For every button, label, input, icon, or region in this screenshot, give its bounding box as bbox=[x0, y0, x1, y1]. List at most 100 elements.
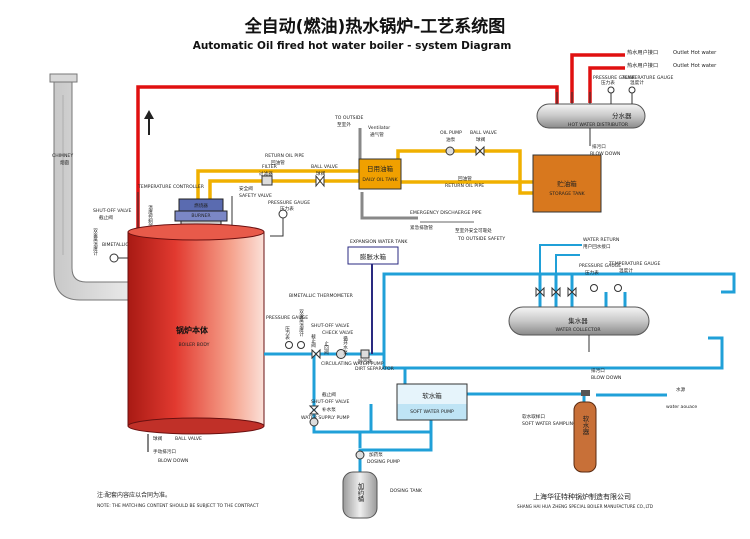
burner-en: BURNER bbox=[191, 213, 211, 219]
ball-valve-mid-cn: 球阀 bbox=[316, 170, 326, 177]
water-source-cn: 水源 bbox=[676, 386, 686, 393]
soft-tank-en: SOFT WATER PUMP bbox=[410, 409, 454, 415]
collector-cn: 集水器 bbox=[568, 316, 588, 325]
filter-icon bbox=[261, 175, 273, 186]
water-collector: 集水器 WATER COLLECTOR 排污口 BLOW DOWN bbox=[508, 306, 650, 381]
collector-valve-1-icon bbox=[535, 286, 545, 298]
filter-cn: 过滤器 bbox=[259, 170, 273, 177]
title-cn: 全自动(燃油)热水锅炉-工艺系统图 bbox=[244, 16, 506, 37]
ball-valve-low-cn: 球阀 bbox=[153, 435, 163, 442]
circ-pump-en: CIRCULATING WATER PUMP bbox=[321, 361, 384, 367]
chimney: CHIMNEY 烟囱 bbox=[49, 73, 154, 301]
pressure-gauge-mid-en: PRESSURE GAUGE bbox=[266, 315, 308, 321]
water-pipes bbox=[264, 272, 736, 473]
thermometer-mid-icon bbox=[297, 341, 305, 349]
expansion-en: EXPANSION WATER TANK bbox=[350, 239, 408, 245]
sampling-cn: 软水取样口 bbox=[522, 413, 545, 420]
maker-en: SHANG HAI HUA ZHENG SPECIAL BOILER MANUF… bbox=[517, 504, 653, 509]
storage-tank-en: STORAGE TANK bbox=[549, 191, 585, 197]
soft-water-tank: 软水箱 SOFT WATER PUMP bbox=[396, 383, 468, 421]
title-en: Automatic Oil fired hot water boiler - s… bbox=[193, 40, 512, 52]
outside-en: TO OUTSIDE bbox=[334, 115, 363, 121]
collector-blow-cn: 排污口 bbox=[591, 367, 605, 374]
shutoff-mid-cn: 截止阀 bbox=[311, 333, 316, 349]
oil-pump-en: OIL PUMP bbox=[440, 130, 462, 136]
filter-en: FILTER bbox=[262, 164, 278, 170]
distributor-cn: 分水器 bbox=[612, 111, 632, 120]
check-valve-en: CHECK VALVE bbox=[322, 330, 353, 336]
daily-oil-tank: 日用油箱 DAILY OIL TANK bbox=[358, 158, 402, 190]
distributor-en: HOT WATER DISTRIBUTOR bbox=[568, 122, 629, 128]
water-return-en: WATER RETURN bbox=[583, 237, 619, 243]
burner-cn: 燃烧器 bbox=[194, 202, 208, 209]
pressure-gauge-mid-cn: 压力表 bbox=[285, 326, 290, 341]
chimney-label-cn: 烟囱 bbox=[60, 159, 70, 166]
chimney-label-en: CHIMNEY bbox=[52, 153, 73, 159]
dosing-tank-en: DOSING TANK bbox=[390, 488, 423, 494]
outlet-2-cn: 热水用户接口 bbox=[627, 61, 658, 69]
supply-pump-cn: 补水泵 bbox=[322, 406, 336, 413]
dosing-pump-icon bbox=[355, 450, 365, 460]
return-oil-right-en: RETURN OIL PIPE bbox=[445, 183, 484, 189]
emergency-en: EMERGENCY DISCHAERGE PIPE bbox=[410, 210, 482, 216]
shutoff-left-cn: 截止阀 bbox=[99, 214, 113, 221]
softener-cn: 软水器 bbox=[581, 414, 589, 436]
hot-water-distributor: 分水器 HOT WATER DISTRIBUTOR PRESSURE GAUGE… bbox=[536, 75, 673, 157]
daily-tank-en: DAILY OIL TANK bbox=[362, 177, 398, 183]
collector-pg-en: PRESSURE GAUGE bbox=[579, 263, 621, 269]
outlet-1-cn: 热水用户接口 bbox=[627, 48, 658, 56]
bimetallic-mid-en: BIMETALLIC THERMOMETER bbox=[289, 293, 354, 299]
soft-tank-cn: 软水箱 bbox=[422, 391, 442, 400]
collector-pg-cn: 压力表 bbox=[585, 269, 599, 276]
shutoff-left-en: SHUT-OFF VALVE bbox=[93, 208, 131, 214]
water-return-cn: 用户回水接口 bbox=[583, 243, 611, 250]
collector-blow-en: BLOW DOWN bbox=[591, 375, 621, 381]
collector-pg-icon bbox=[590, 284, 598, 292]
ball-valve-mid-icon bbox=[315, 174, 325, 188]
collector-valve-3-icon bbox=[567, 286, 577, 298]
dirt-sep-en: DIRT SEPARATOR bbox=[355, 366, 395, 372]
supply-pump-en: WATER SUPPLY PUMP bbox=[301, 415, 350, 421]
oil-pipes bbox=[196, 149, 534, 200]
ball-valve-low-en: BALL VALVE bbox=[175, 436, 202, 442]
oil-pump-icon bbox=[445, 146, 455, 156]
shutoff-low-cn: 截止阀 bbox=[322, 391, 336, 398]
distributor-pg-en: PRESSURE GAUGE bbox=[593, 75, 635, 81]
circ-pump-icon bbox=[336, 349, 346, 359]
emergency-cn: 紧急排放管 bbox=[410, 224, 433, 231]
ventilator-cn: 通气管 bbox=[370, 131, 384, 138]
outside-cn: 至室外 bbox=[337, 121, 351, 128]
outlet-1-en: Outlet Hot water bbox=[673, 50, 717, 56]
return-oil-top-en: RETURN OIL PIPE bbox=[265, 153, 304, 159]
oil-pump-cn: 油泵 bbox=[446, 136, 456, 143]
temp-controller-cn: 温度控制器 bbox=[148, 204, 153, 229]
shutoff-low-icon bbox=[308, 405, 320, 415]
ball-valve-top-en: BALL VALVE bbox=[470, 130, 497, 136]
distributor-blow-cn: 排污口 bbox=[592, 143, 606, 150]
sampling-en: SOFT WATER SAMPLING PORT bbox=[522, 421, 590, 427]
safety-outside-cn: 至室外安全可靠处 bbox=[455, 227, 492, 234]
shutoff-mid-icon bbox=[311, 348, 321, 360]
distributor-blow-en: BLOW DOWN bbox=[590, 151, 620, 157]
boiler-cn: 锅炉本体 bbox=[175, 325, 209, 335]
safety-valve-cn: 安全阀 bbox=[239, 185, 253, 192]
circ-pump-cn: 循环水泵 bbox=[343, 335, 348, 355]
vent-pipe bbox=[358, 128, 418, 220]
dosing-pump-cn: 加药泵 bbox=[369, 451, 383, 458]
outlet-2-en: Outlet Hot water bbox=[673, 63, 717, 69]
safety-valve-en: SAFETY VALVE bbox=[239, 193, 272, 199]
pressure-gauge-mid-icon bbox=[285, 341, 293, 349]
collector-valve-2-icon bbox=[551, 286, 561, 298]
water-source-en: water aouace bbox=[666, 404, 697, 410]
expansion-cn: 膨胀水箱 bbox=[360, 252, 387, 261]
hand-blow-cn: 手动排污口 bbox=[153, 448, 176, 455]
ball-valve-top-cn: 球阀 bbox=[476, 136, 486, 143]
thermometer-left-icon bbox=[109, 253, 119, 263]
collector-tg-en: TEMPERATURE GAUGE bbox=[608, 261, 660, 267]
check-valve-cn: 止回阀 bbox=[324, 340, 329, 356]
dirt-sep-icon bbox=[360, 349, 370, 359]
dosing-pump-en: DOSING PUMP bbox=[367, 459, 400, 465]
supply-pump-icon bbox=[309, 417, 319, 427]
distributor-tg-cn: 温度计 bbox=[630, 79, 644, 86]
